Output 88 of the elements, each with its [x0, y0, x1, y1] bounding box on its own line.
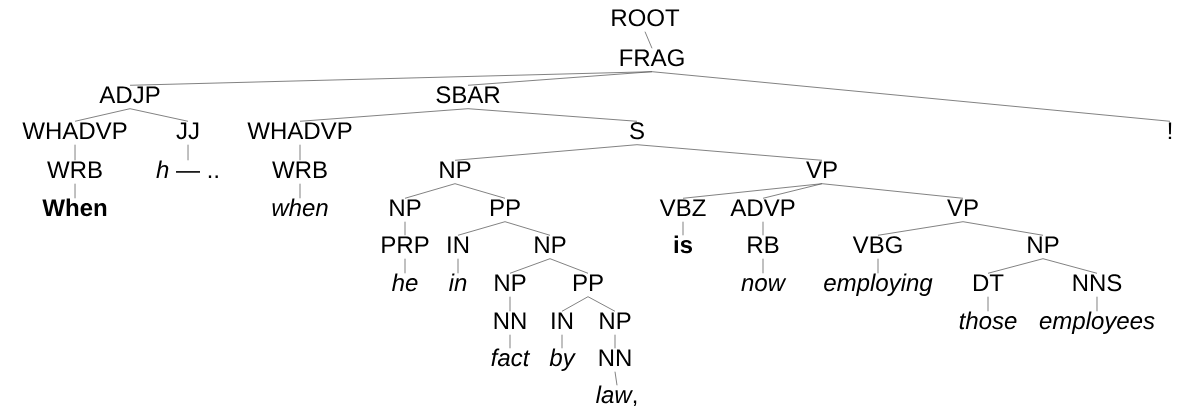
- tree-branch: [187, 144, 189, 161]
- tree-branch: [962, 221, 1044, 236]
- tree-branch: [504, 221, 551, 236]
- tree-branch: [762, 183, 823, 199]
- tree-branch: [682, 221, 684, 236]
- tag-label: NP: [390, 199, 421, 216]
- tree-branch: [509, 334, 511, 349]
- word-label: now: [741, 278, 787, 292]
- tree-branch: [762, 258, 764, 274]
- tree-branch: [987, 296, 989, 312]
- tag-label: PP: [491, 199, 520, 216]
- tree-branch: [614, 371, 618, 386]
- tag-label: VP: [806, 161, 837, 178]
- tag-label: IN: [552, 312, 573, 329]
- word-label: employees: [1039, 311, 1155, 334]
- tree-branch: [457, 258, 459, 274]
- tree-branch: [454, 144, 638, 161]
- tag-label: DT: [974, 274, 1004, 291]
- tree-branch: [636, 144, 823, 161]
- tree-branch: [74, 108, 131, 122]
- tree-branch: [682, 183, 823, 199]
- tree-branch: [404, 221, 406, 236]
- tree-branch: [299, 144, 301, 161]
- tag-label: VBG: [852, 236, 902, 254]
- tree-branch: [549, 258, 589, 274]
- tag-label: NNS: [1073, 274, 1122, 292]
- tag-label: RB: [748, 236, 779, 253]
- word-label: is: [674, 235, 693, 254]
- tag-label: WRB: [272, 161, 327, 178]
- tree-branch: [614, 334, 616, 349]
- word-label: he: [392, 273, 418, 292]
- word-label: when: [272, 198, 328, 217]
- tree-branch: [509, 258, 551, 274]
- tree-branch: [74, 183, 76, 199]
- tree-branch: [467, 108, 638, 122]
- tag-label: ADVP: [730, 199, 795, 216]
- tag-label: !: [1168, 122, 1172, 139]
- word-label: law,: [596, 385, 637, 407]
- tree-branch: [74, 144, 76, 161]
- tree-branch: [651, 71, 1171, 122]
- tag-label: NP: [600, 312, 631, 329]
- word-label: employing: [824, 273, 933, 296]
- tree-branch: [762, 221, 764, 236]
- tag-label: WHADVP: [22, 122, 127, 139]
- tree-branch: [509, 296, 511, 312]
- word-label: in: [449, 273, 467, 291]
- tree-branch: [561, 334, 563, 349]
- tree-branch: [1096, 296, 1098, 312]
- tree-branch: [877, 221, 964, 236]
- tag-label: IN: [448, 236, 469, 253]
- tag-label: ADJP: [99, 86, 160, 104]
- tag-label: WRB: [47, 161, 102, 178]
- tag-label: PRP: [382, 236, 429, 253]
- tree-branch: [821, 183, 964, 199]
- tag-label: ROOT: [612, 9, 680, 27]
- tag-label: NN: [599, 349, 631, 366]
- tag-label: NP: [1028, 236, 1059, 253]
- tag-label: NN: [494, 312, 526, 329]
- tree-branch: [587, 296, 616, 312]
- tag-label: VBZ: [659, 199, 706, 216]
- tree-branch: [877, 258, 879, 274]
- tag-label: FRAG: [620, 49, 684, 67]
- tree-branch: [644, 31, 653, 49]
- tag-label: PP: [574, 274, 603, 291]
- tree-branch: [299, 108, 469, 122]
- tag-label: NP: [440, 161, 471, 178]
- tree-branch: [561, 296, 589, 312]
- tree-branch: [457, 221, 506, 236]
- tag-label: JJ: [176, 122, 199, 140]
- word-label: by: [549, 348, 576, 371]
- tag-label: SBAR: [436, 86, 500, 104]
- tree-branch: [404, 183, 456, 199]
- tag-label: NP: [495, 274, 526, 291]
- tree-branch: [404, 258, 406, 274]
- word-label: h — ..: [156, 160, 218, 178]
- tag-label: NP: [535, 236, 566, 253]
- tree-branch: [454, 183, 506, 199]
- tree-branch: [299, 183, 301, 199]
- word-label: fact: [491, 348, 531, 367]
- tag-label: WHADVP: [247, 122, 352, 139]
- word-label: those: [959, 311, 1017, 330]
- tree-branch: [987, 258, 1044, 274]
- tree-branch: [467, 71, 653, 86]
- tree-branch: [1042, 258, 1098, 274]
- tag-label: S: [630, 122, 644, 140]
- tree-branch: [129, 108, 189, 122]
- tag-label: VP: [947, 199, 978, 216]
- word-label: When: [42, 198, 107, 217]
